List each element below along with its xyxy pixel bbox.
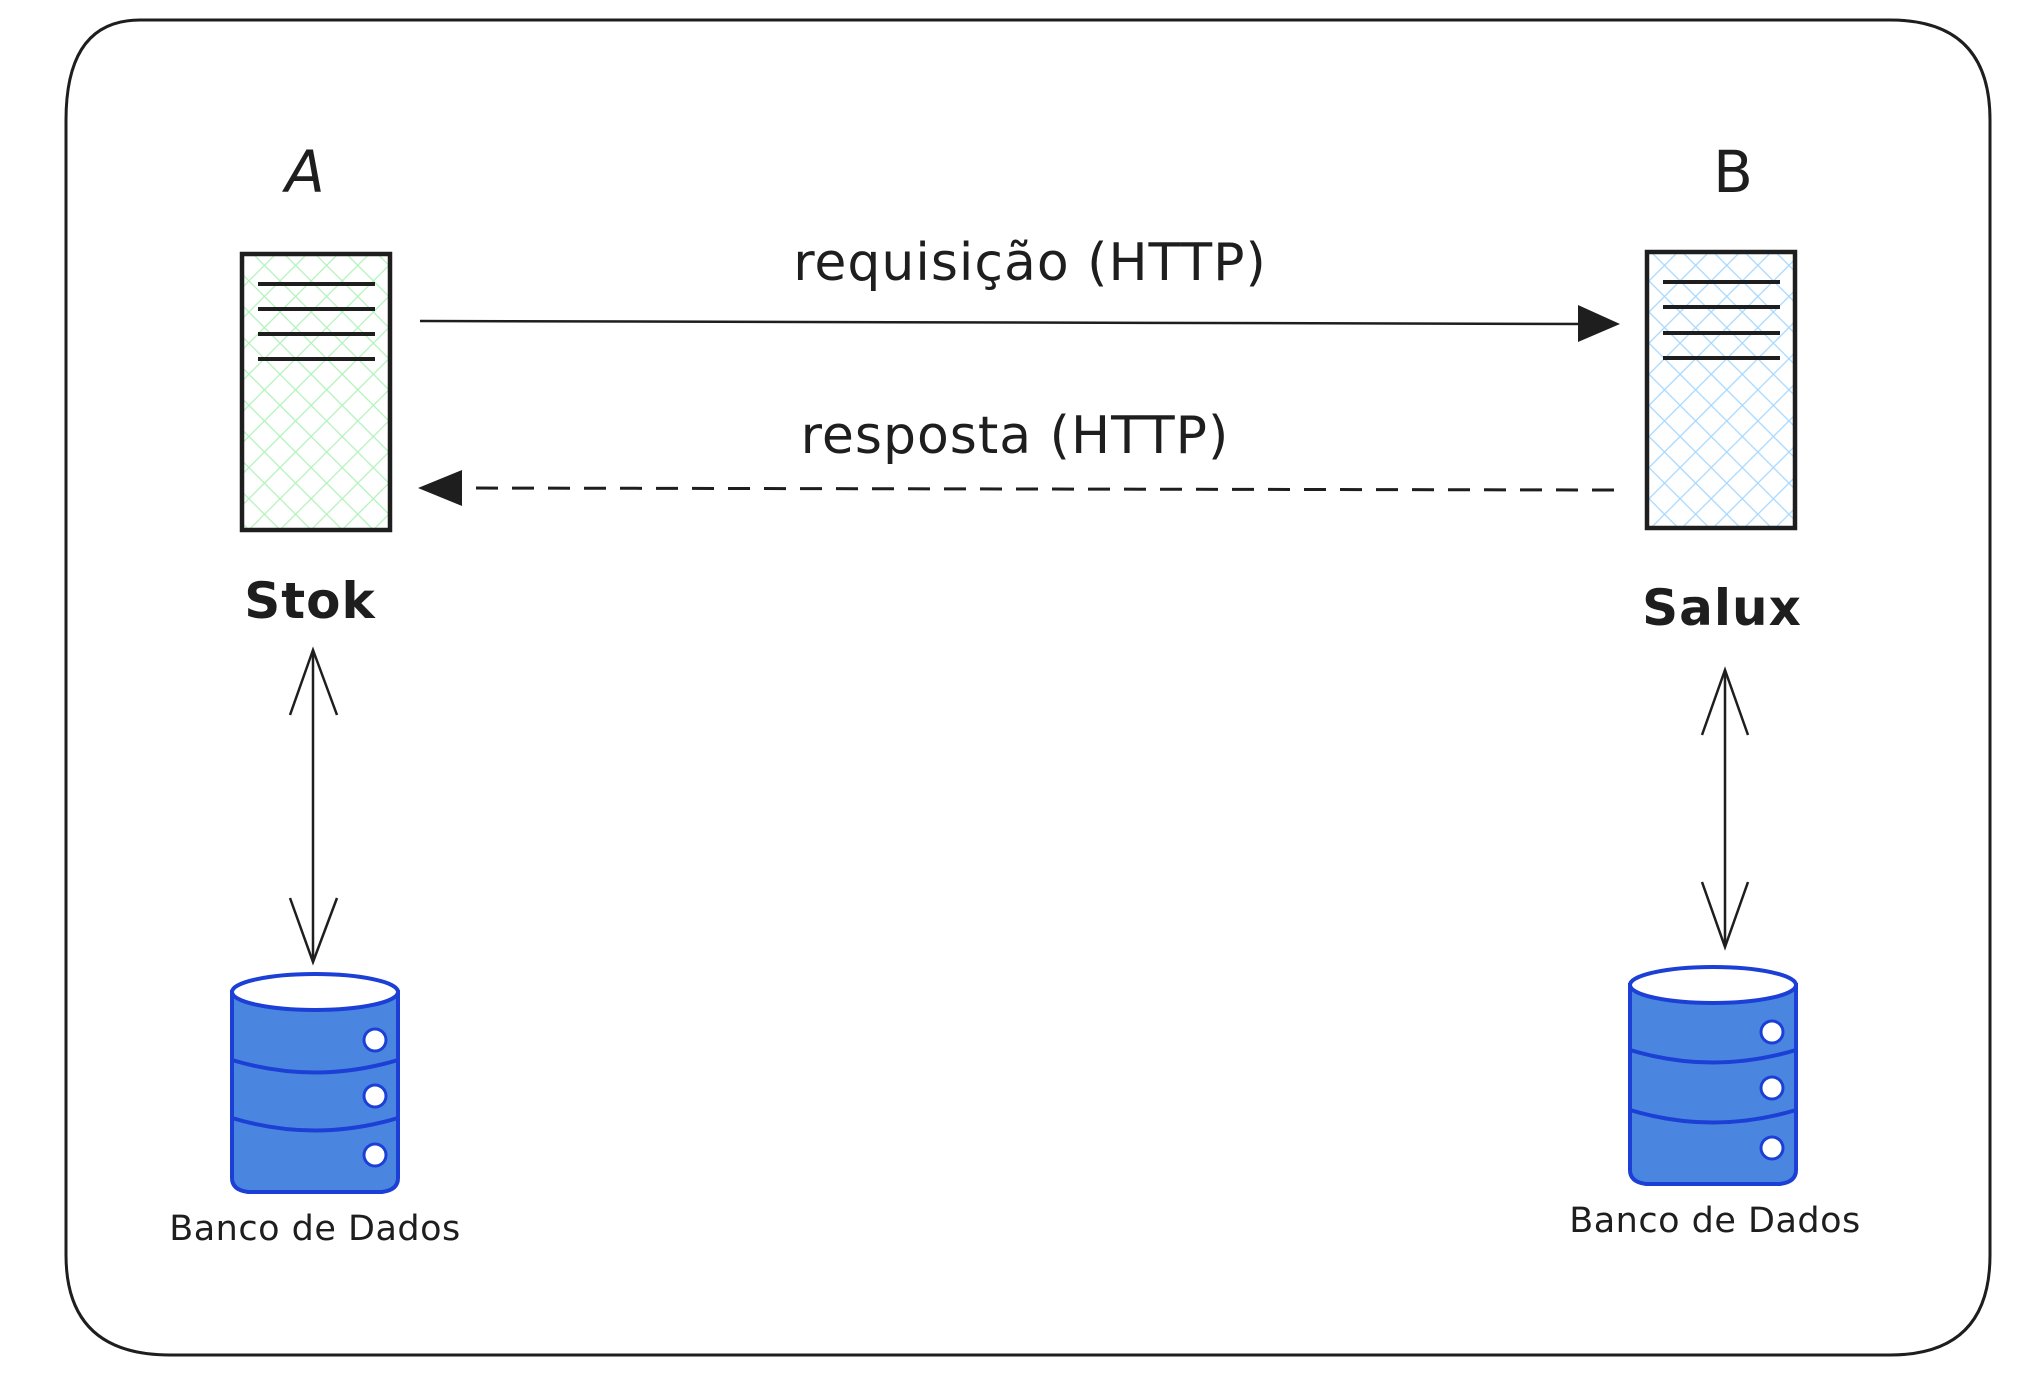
diagram-frame [64, 18, 1992, 1357]
node-a-name: Stok [244, 572, 376, 630]
node-a-db-connector [288, 646, 339, 966]
database-b-icon[interactable] [1628, 965, 1798, 1186]
node-b-db-connector [1700, 666, 1750, 951]
server-a-icon[interactable] [239, 251, 393, 533]
request-label: requisição (HTTP) [793, 233, 1267, 293]
database-b-label: Banco de Dados [1569, 1201, 1861, 1241]
request-arrow [419, 305, 1620, 342]
node-b-letter: B [1713, 138, 1753, 206]
response-arrow [418, 470, 1615, 506]
server-b-icon[interactable] [1644, 249, 1798, 531]
node-b-name: Salux [1642, 579, 1802, 637]
node-a-letter: A [281, 138, 325, 206]
database-a-label: Banco de Dados [169, 1209, 461, 1249]
database-a-icon[interactable] [230, 972, 400, 1194]
response-label: resposta (HTTP) [801, 406, 1230, 466]
